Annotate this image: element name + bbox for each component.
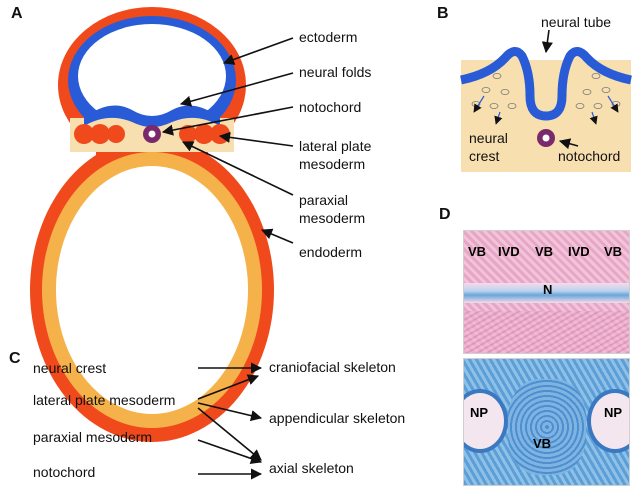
panel-label-a: A bbox=[11, 5, 23, 22]
panel-label-b: B bbox=[437, 5, 449, 22]
source-notochord: notochord bbox=[33, 464, 96, 480]
panel-a-arrows bbox=[161, 37, 294, 244]
hist-bottom-np-right: NP bbox=[604, 405, 623, 420]
label-notochord-b: notochord bbox=[558, 148, 621, 164]
label-neural-crest-2: crest bbox=[469, 148, 500, 164]
hist-top-label-n: N bbox=[543, 282, 553, 297]
histology-bottom-image bbox=[463, 358, 630, 486]
source-paraxial: paraxial mesoderm bbox=[33, 429, 153, 445]
label-neural-crest-1: neural bbox=[469, 130, 508, 146]
target-appendicular: appendicular skeleton bbox=[269, 410, 406, 426]
panel-c-arrows bbox=[197, 362, 263, 480]
label-neural-folds: neural folds bbox=[299, 64, 372, 80]
hist-top-label-3: VB bbox=[535, 244, 554, 259]
source-lateral-plate: lateral plate mesoderm bbox=[33, 392, 176, 408]
hist-top-label-2: IVD bbox=[498, 244, 520, 259]
hist-bottom-np-left: NP bbox=[470, 405, 489, 420]
hist-bottom-vb: VB bbox=[533, 436, 552, 451]
yolk-cavity bbox=[56, 166, 248, 414]
source-neural-crest: neural crest bbox=[33, 360, 107, 376]
target-axial: axial skeleton bbox=[269, 460, 354, 476]
label-neural-tube: neural tube bbox=[541, 14, 612, 30]
label-lateral-plate-2: mesoderm bbox=[299, 156, 366, 172]
hist-top-label-4: IVD bbox=[568, 244, 590, 259]
label-paraxial-2: mesoderm bbox=[299, 210, 366, 226]
panel-b-diagram bbox=[460, 29, 632, 172]
paraxial-mesoderm-shape bbox=[74, 124, 230, 144]
panel-label-c: C bbox=[9, 350, 21, 367]
neural-folds-shape bbox=[84, 105, 220, 127]
label-paraxial-1: paraxial bbox=[299, 192, 349, 208]
label-endoderm: endoderm bbox=[299, 244, 363, 260]
hist-top-label-1: VB bbox=[468, 244, 487, 259]
hist-top-label-5: VB bbox=[604, 244, 623, 259]
label-lateral-plate-1: lateral plate bbox=[299, 138, 372, 154]
label-notochord-a: notochord bbox=[299, 99, 362, 115]
histology-top-image bbox=[463, 230, 630, 354]
label-ectoderm: ectoderm bbox=[299, 29, 358, 45]
panel-label-d: D bbox=[439, 206, 451, 223]
target-craniofacial: craniofacial skeleton bbox=[269, 359, 396, 375]
